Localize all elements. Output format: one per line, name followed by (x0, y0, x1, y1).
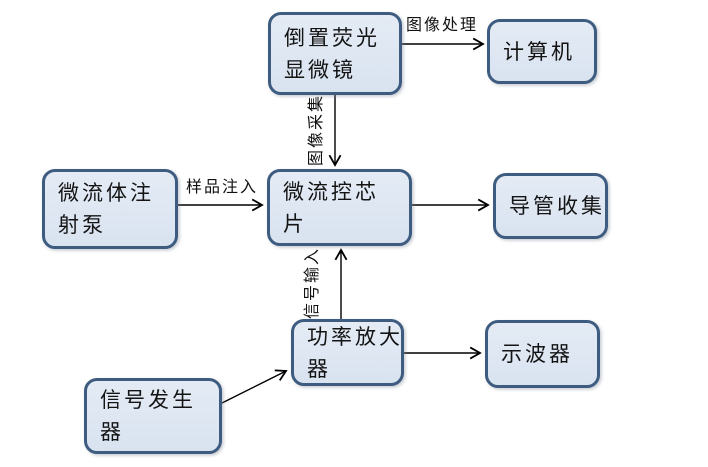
node-microfluidic-syringe-pump: 微流体注 射泵 (42, 169, 178, 249)
node-label: 器 (100, 420, 124, 444)
node-tube-collection: 导管收集 (493, 173, 608, 239)
edge-label-signal-input: 信号输入 (304, 247, 321, 320)
arrow-generator-to-amplifier (221, 371, 286, 404)
node-label: 导管收集 (509, 194, 605, 218)
node-label: 功率放大 (307, 324, 403, 349)
node-label: 倒置荧光 (284, 25, 380, 50)
node-label: 信号发生 (100, 388, 196, 412)
node-label: 器 (307, 356, 331, 381)
node-label: 微流体注 (58, 181, 154, 205)
node-label: 片 (283, 211, 307, 236)
edge-label-sample-injection: 样品注入 (185, 179, 258, 196)
edge-label-image-processing: 图像处理 (405, 17, 478, 34)
node-computer: 计算机 (487, 19, 597, 84)
node-power-amplifier: 功率放大 器 (291, 319, 404, 386)
node-label: 计算机 (503, 39, 575, 64)
node-oscilloscope: 示波器 (485, 320, 600, 388)
node-label: 示波器 (501, 342, 573, 366)
edge-label-image-capture: 图像采集 (308, 94, 325, 167)
node-signal-generator: 信号发生 器 (84, 378, 222, 454)
node-inverted-fluorescence-microscope: 倒置荧光 显微镜 (268, 12, 402, 95)
node-label: 微流控芯 (283, 179, 379, 204)
node-label: 显微镜 (284, 57, 356, 82)
node-label: 射泵 (58, 213, 106, 237)
node-microfluidic-chip: 微流控芯 片 (267, 169, 412, 246)
